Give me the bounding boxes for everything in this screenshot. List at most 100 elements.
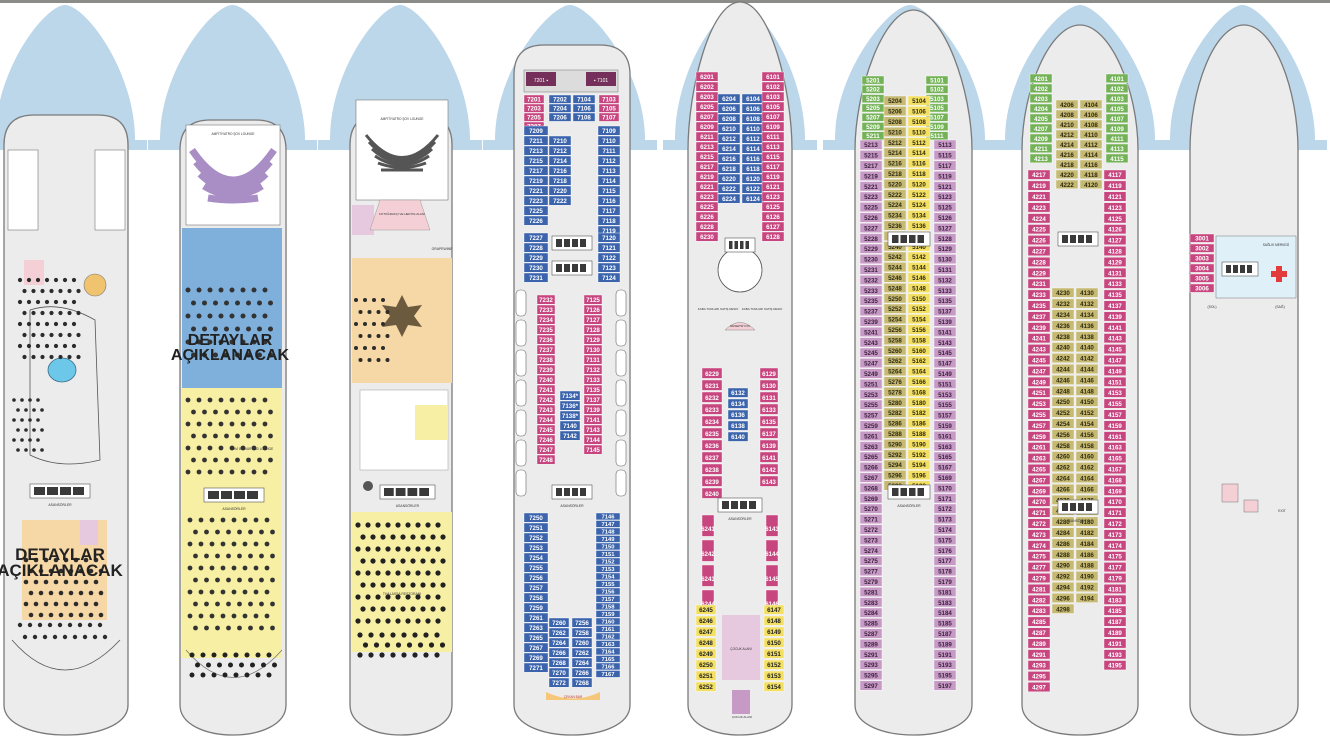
cabin-cell <box>763 681 785 692</box>
cabin-cell <box>859 347 883 358</box>
cabin-number: 7216 <box>553 168 567 175</box>
cabin-cell <box>1075 582 1099 592</box>
cabin-cell <box>933 191 957 202</box>
elevator-car <box>73 487 84 495</box>
table-mark <box>235 409 240 415</box>
cabin-number: 4186 <box>1080 552 1094 559</box>
cabin-number: 4142 <box>1080 356 1094 363</box>
cabin-number: 5279 <box>864 579 878 586</box>
cabin-number: 5144 <box>912 265 926 272</box>
table-mark <box>262 445 268 451</box>
cabin-number: 4114 <box>1084 152 1098 159</box>
table-mark <box>242 565 248 571</box>
cabin-cell <box>1027 584 1051 594</box>
cabin-number: 6149 <box>767 629 781 636</box>
lifeboat <box>515 379 527 407</box>
cabin-number: 5150 <box>912 296 926 303</box>
cabin-number: 4148 <box>1080 388 1094 395</box>
elevator-car <box>234 491 245 499</box>
table-mark <box>237 577 242 583</box>
cabin-number: 6249 <box>699 651 713 658</box>
cabin-cell <box>1027 398 1051 409</box>
cabin-cell <box>907 376 931 387</box>
table-mark <box>405 522 411 528</box>
table-mark <box>202 409 207 415</box>
cabin-cell <box>571 637 593 648</box>
cabin-number: 4128 <box>1108 249 1122 256</box>
table-mark <box>430 582 436 588</box>
cabin-number: 5201 <box>866 77 880 84</box>
cabin-number: 5287 <box>864 631 878 638</box>
cabin-number: 6153 <box>767 673 781 680</box>
cabin-number: 5224 <box>888 202 902 209</box>
cabin-number: 7268 <box>575 680 589 687</box>
table-mark <box>420 534 426 540</box>
table-mark <box>222 672 228 678</box>
cabin-number: 5278 <box>888 389 902 396</box>
cabin-cell <box>1075 331 1099 342</box>
table-mark <box>43 557 49 563</box>
cabin-cell <box>523 125 549 136</box>
table-mark <box>23 579 29 585</box>
table-mark <box>196 397 202 403</box>
table-mark <box>430 606 436 612</box>
cabin-cell <box>933 555 957 566</box>
cabin-number: 7267 <box>529 645 543 652</box>
cabin-number: 5109 <box>930 124 944 131</box>
cabin-number: 6229 <box>705 371 719 378</box>
cabin-cell <box>763 604 785 615</box>
cabin-number: 6239 <box>705 479 719 486</box>
cabin-cell <box>1103 202 1127 213</box>
cabin-number: 7161 <box>601 627 615 633</box>
cabin-number: 4175 <box>1108 554 1122 561</box>
cabin-number: 5216 <box>888 161 902 168</box>
cabin-number: 7269 <box>529 655 543 662</box>
table-mark <box>270 577 275 583</box>
table-mark <box>98 568 104 574</box>
cabin-number: 5230 <box>864 257 878 264</box>
cabin-cell <box>701 367 723 379</box>
table-mark <box>405 618 411 624</box>
cabin-number: 6105 <box>766 104 780 111</box>
cabin-number: 5188 <box>912 431 926 438</box>
cabin-cell <box>1027 649 1051 660</box>
cabin-number: 5170 <box>938 485 952 492</box>
table-mark <box>193 625 198 631</box>
cabin-number: 4163 <box>1108 445 1122 452</box>
cabin-number: 6139 <box>762 443 776 450</box>
cabin-cell <box>883 418 907 428</box>
table-mark <box>372 322 376 326</box>
cabin-number: 4177 <box>1108 565 1122 572</box>
elevator-car <box>917 488 924 496</box>
cabin-cell <box>907 355 931 366</box>
yellow-lounge <box>415 405 448 440</box>
cabin-cell <box>523 552 549 563</box>
elevator-car <box>572 239 578 247</box>
cabin-cell <box>559 390 581 401</box>
cabin-number: 4249 <box>1032 379 1046 386</box>
theater-seats <box>207 194 259 204</box>
cabin-number: 7111 <box>602 148 616 155</box>
cabin-cell <box>1027 573 1051 583</box>
table-mark <box>415 522 421 528</box>
elevator-car <box>745 241 749 249</box>
cabin-cell <box>701 427 723 439</box>
table-mark <box>62 634 68 640</box>
cabin-number: 4229 <box>1032 270 1046 277</box>
cabin-cell <box>1075 418 1099 429</box>
cabin-cell <box>1105 113 1129 124</box>
grape-label: GRAPEWINE <box>432 247 453 251</box>
cabin-number: 4156 <box>1080 432 1094 439</box>
side-label: (SOL) <box>1207 305 1216 309</box>
cabin-number: 7260 <box>552 620 566 627</box>
table-mark <box>53 277 59 283</box>
cabin-cell <box>859 170 883 181</box>
cabin-number: 7206 <box>553 114 567 121</box>
cabin-number: 5225 <box>864 205 878 212</box>
cabin-number: 4231 <box>1032 281 1046 288</box>
cabin-cell <box>861 85 885 94</box>
cabin-number: 4295 <box>1032 674 1046 681</box>
cabin-number: 7108 <box>577 114 591 121</box>
cabin-number: 3003 <box>1195 255 1209 262</box>
cabin-number: 5168 <box>912 389 926 396</box>
